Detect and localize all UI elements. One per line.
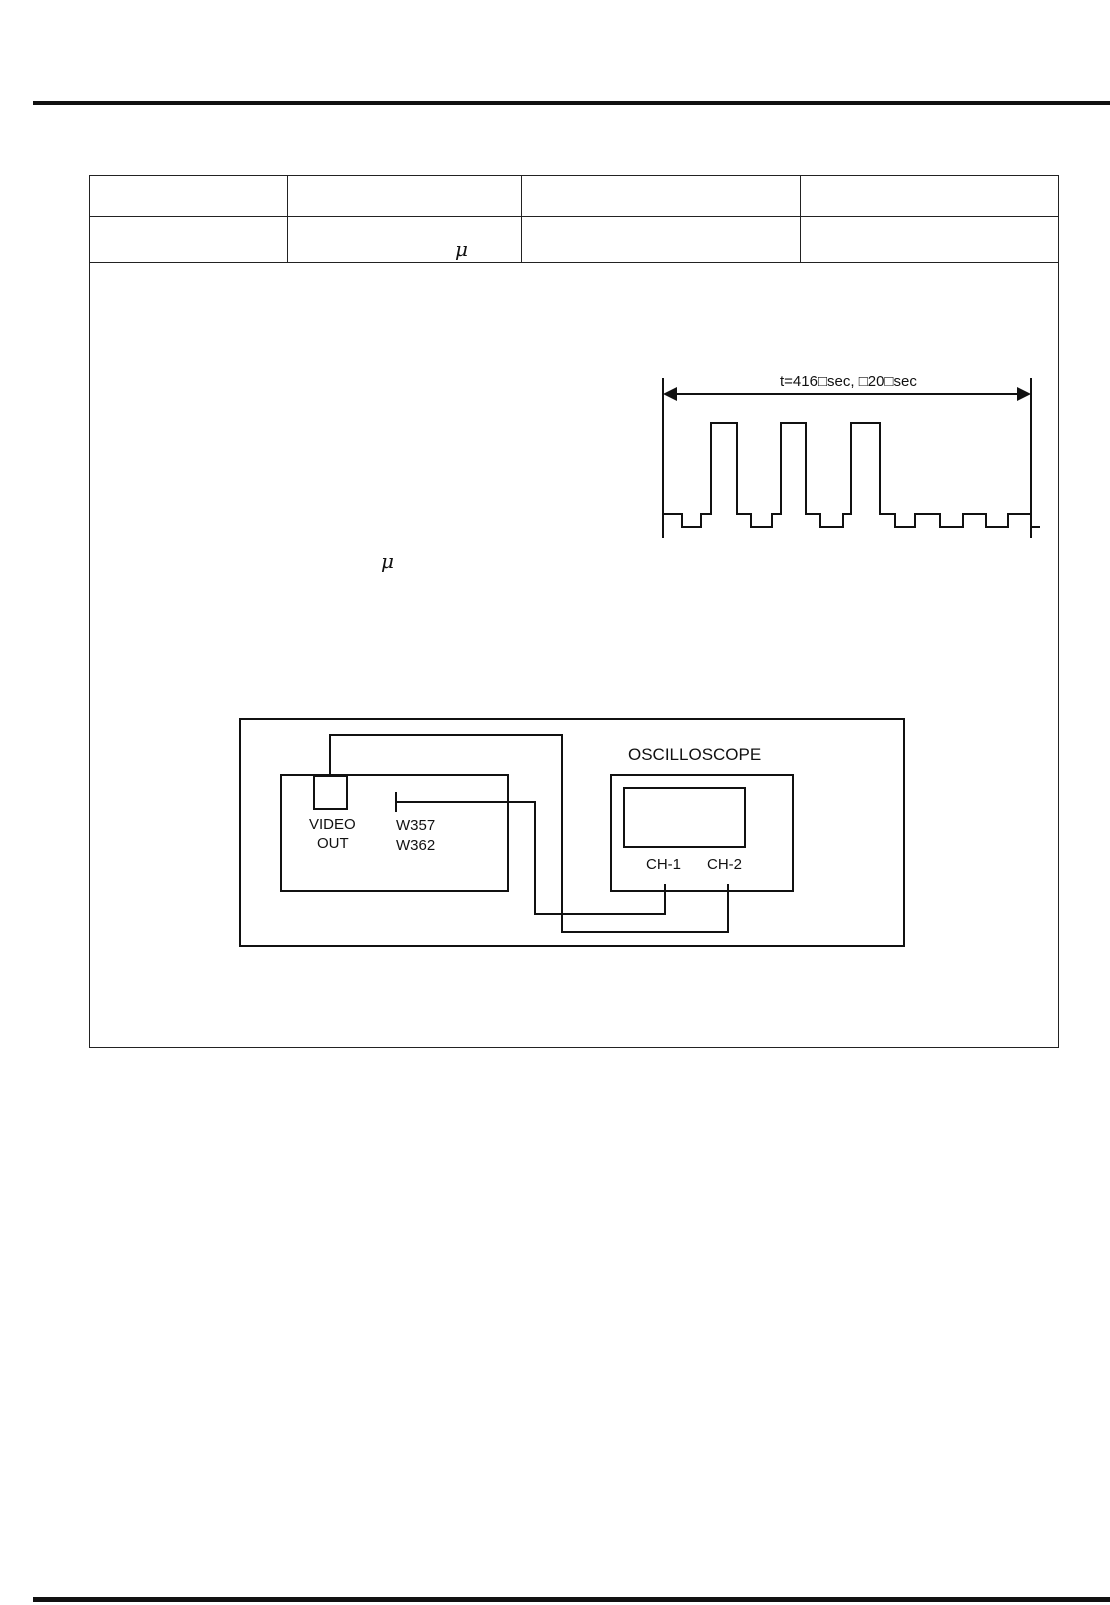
header-cell-1-3 [521,176,801,217]
header-cell-2-3 [521,216,801,263]
oscilloscope-label: OSCILLOSCOPE [628,745,761,764]
unit-under-test [280,774,509,892]
header-cell-2-4 [800,216,1058,263]
oscilloscope-screen [623,787,746,848]
bottom-rule [33,1597,1110,1602]
top-rule [33,101,1110,105]
header-cell-1-2 [287,176,522,217]
procedure-frame [89,175,1059,1048]
video-out-label-line2: OUT [317,835,349,852]
mu-symbol-body: μ [381,549,394,573]
header-cell-1-4 [800,176,1058,217]
test-point-label-w357: W357 [396,817,435,834]
waveform-trace [663,422,1040,528]
oscilloscope-body [610,774,794,892]
cable-testpoint-to-ch1 [396,801,666,915]
arrowhead-left [663,387,677,401]
header-table [90,176,1058,263]
timing-label: t=416□sec, □20□sec [780,373,917,390]
video-out-jack [313,775,348,810]
arrowhead-right [1017,387,1031,401]
test-point-label-w362: W362 [396,837,435,854]
bench-outline [239,718,905,947]
channel-label-ch2: CH-2 [707,856,742,873]
header-cell-1-1 [90,176,288,217]
video-out-label-line1: VIDEO [309,816,356,833]
header-row-2 [90,216,1058,263]
cable-video-to-ch2 [329,734,729,933]
header-row-1 [90,176,1058,217]
channel-label-ch1: CH-1 [646,856,681,873]
header-cell-2-1 [90,216,288,263]
header-cell-2-2 [287,216,522,263]
mu-symbol-header: μ [455,237,468,261]
